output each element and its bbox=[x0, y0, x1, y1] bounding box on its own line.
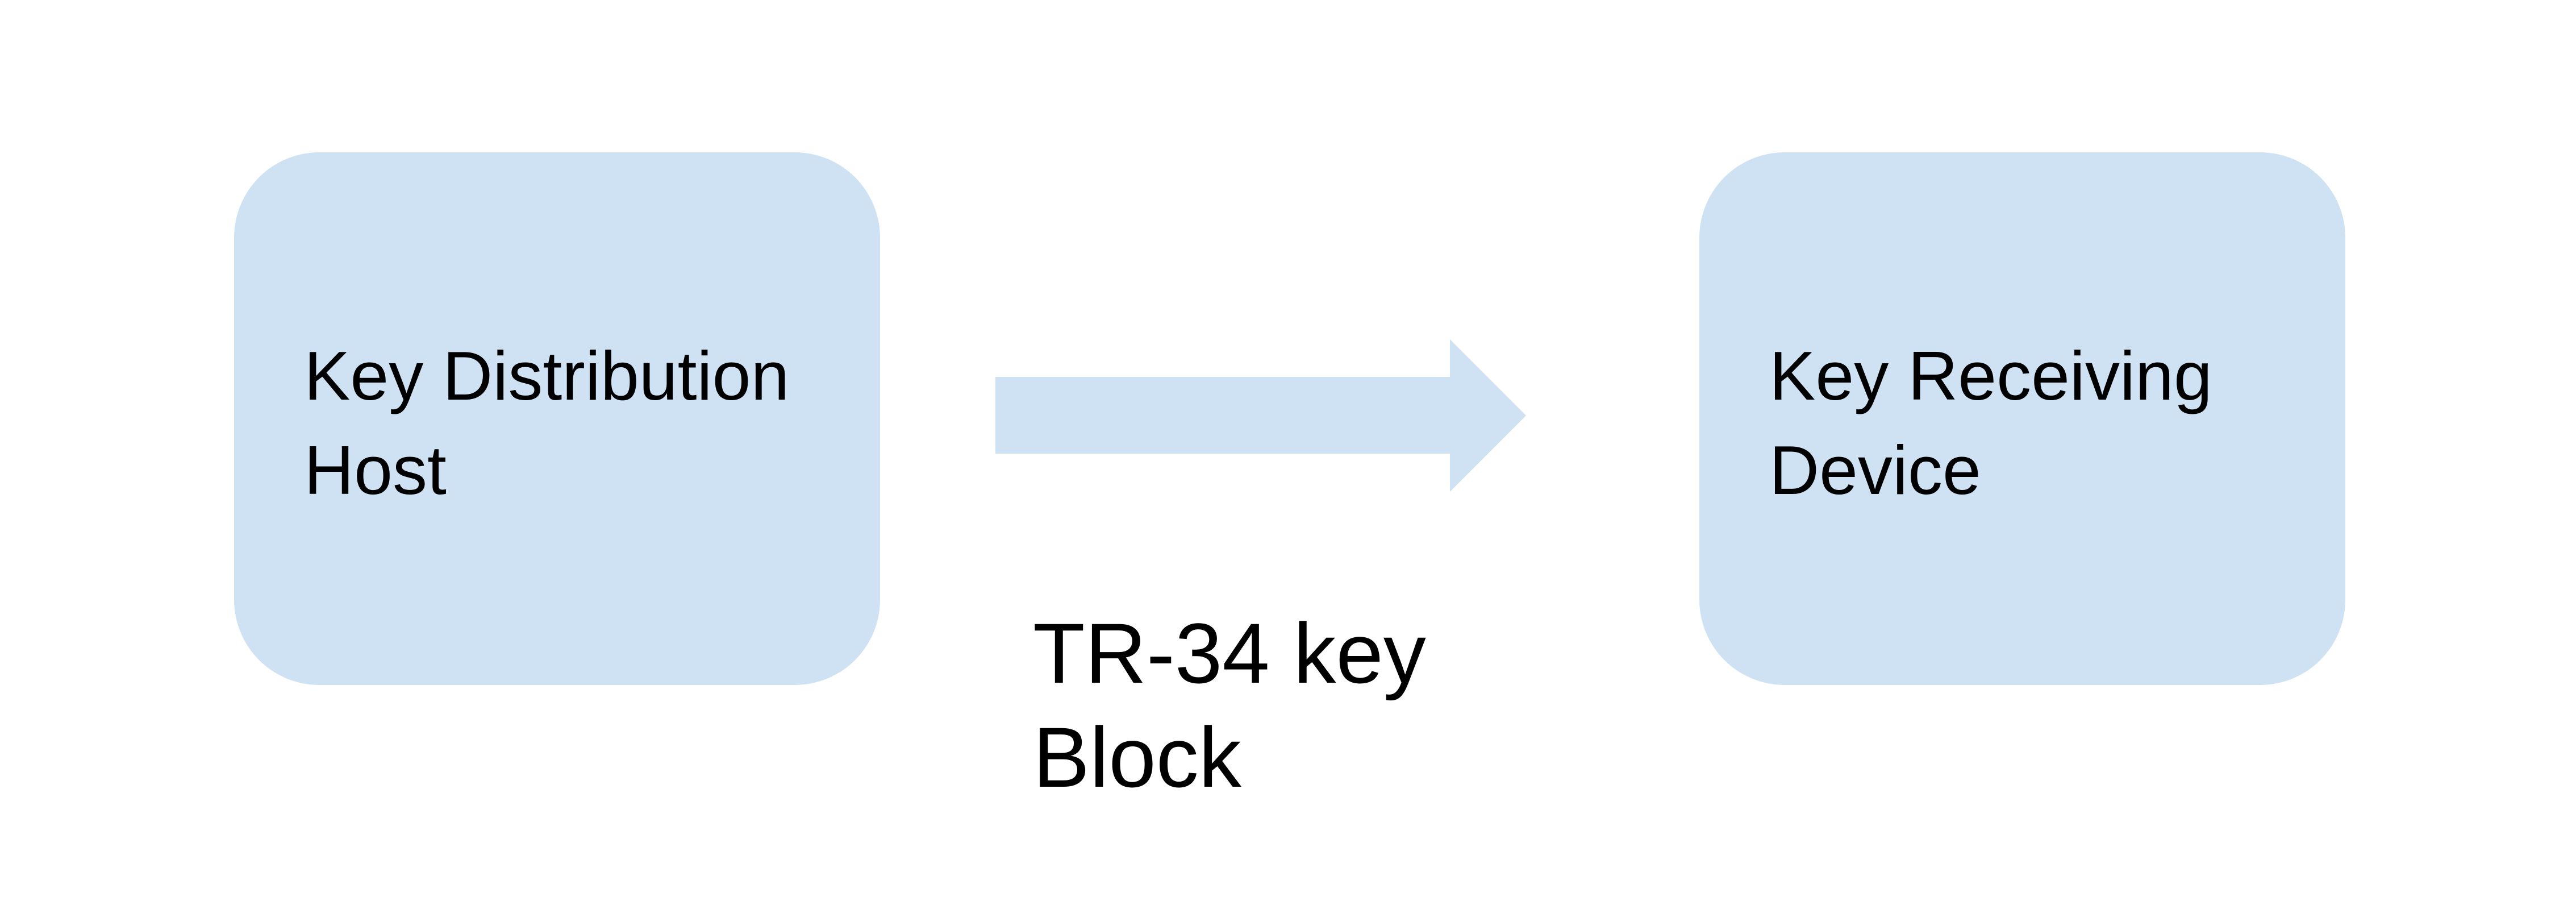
key-distribution-host-node: Key Distribution Host bbox=[234, 152, 880, 685]
key-receiving-device-node: Key Receiving Device bbox=[1699, 152, 2345, 685]
tr34-key-block-label: TR-34 key Block bbox=[1033, 605, 1426, 805]
key-receiving-device-label: Key Receiving Device bbox=[1769, 337, 2212, 509]
arrow-shape bbox=[995, 339, 1526, 492]
right-arrow-icon bbox=[995, 339, 1526, 492]
key-distribution-host-label: Key Distribution Host bbox=[304, 337, 790, 509]
